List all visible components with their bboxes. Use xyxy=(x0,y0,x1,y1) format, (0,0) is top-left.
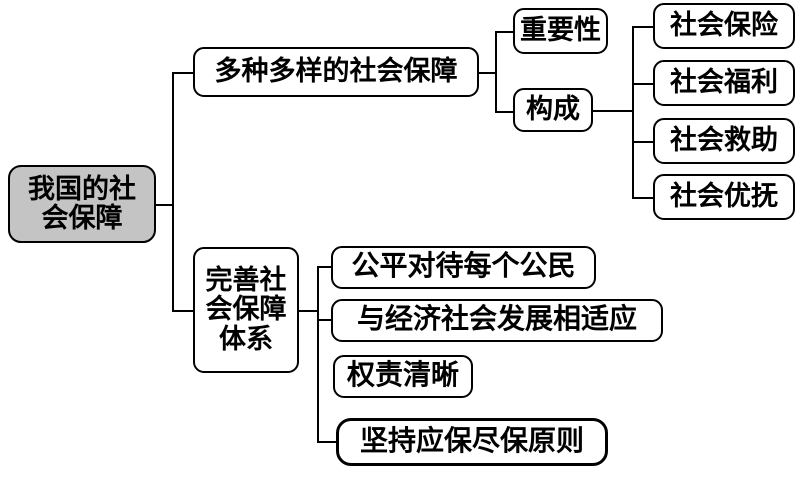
node-composition-item-label: 社会救助 xyxy=(670,125,778,156)
node-root[interactable]: 我国的社 会保障 xyxy=(8,165,156,243)
edge-branch1-to-composition xyxy=(495,111,515,113)
edge-branch1-trunk xyxy=(495,31,497,113)
edge-root-to-branch1 xyxy=(172,72,196,74)
node-improvement-item-label: 权责清晰 xyxy=(346,360,459,392)
node-composition-item-social-assistance[interactable]: 社会救助 xyxy=(653,118,795,164)
node-improvement-item-label: 与经济社会发展相适应 xyxy=(356,304,637,336)
edge-composition-trunk xyxy=(632,26,634,198)
edge-composition-to-item-1 xyxy=(632,83,655,85)
node-composition-item-special-care[interactable]: 社会优抚 xyxy=(653,174,795,220)
node-composition-item-social-insurance[interactable]: 社会保险 xyxy=(653,3,795,49)
edge-root-trunk xyxy=(172,72,174,312)
edge-composition-to-item-2 xyxy=(632,141,655,143)
edge-composition-to-item-3 xyxy=(632,197,655,199)
node-root-label-line2: 会保障 xyxy=(41,203,123,233)
edge-branch2-to-item-0 xyxy=(317,266,335,268)
node-improvement-item-label: 公平对待每个公民 xyxy=(351,251,576,283)
edge-composition-to-item-0 xyxy=(632,26,655,28)
node-branch2-label-line2: 会保障 xyxy=(205,294,287,325)
node-composition-item-label: 社会优抚 xyxy=(670,181,778,212)
node-improvement-item-clear-responsibility[interactable]: 权责清晰 xyxy=(333,355,473,398)
node-composition-item-label: 社会福利 xyxy=(670,67,778,98)
node-composition-item-social-welfare[interactable]: 社会福利 xyxy=(653,60,795,106)
node-importance-label: 重要性 xyxy=(520,15,601,46)
edge-branch1-stub xyxy=(477,72,497,74)
node-importance[interactable]: 重要性 xyxy=(513,8,608,54)
node-root-label-line1: 我国的社 xyxy=(28,173,136,204)
edge-branch2-to-item-1 xyxy=(317,319,335,321)
edge-branch2-stub xyxy=(299,310,319,312)
node-branch1-label: 多种多样的社会保障 xyxy=(214,56,458,87)
node-improvement-item-fair-treatment[interactable]: 公平对待每个公民 xyxy=(331,246,596,289)
node-branch1-diverse-social-security[interactable]: 多种多样的社会保障 xyxy=(193,47,479,97)
node-branch2-label-line1: 完善社 xyxy=(205,265,287,296)
node-composition[interactable]: 构成 xyxy=(513,88,593,132)
node-branch2-label-line3: 体系 xyxy=(219,323,273,354)
edge-root-to-branch2 xyxy=(172,310,196,312)
node-branch2-improve-system[interactable]: 完善社 会保障 体系 xyxy=(193,247,299,373)
edge-branch1-to-importance xyxy=(495,31,515,33)
node-root-label: 我国的社 会保障 xyxy=(28,173,136,233)
node-composition-item-label: 社会保险 xyxy=(670,10,778,41)
edge-root-stub xyxy=(156,204,174,206)
edge-branch2-to-item-3 xyxy=(317,441,339,443)
node-composition-label: 构成 xyxy=(526,94,580,125)
node-improvement-item-label: 坚持应保尽保原则 xyxy=(359,425,584,457)
edge-branch2-trunk xyxy=(317,266,319,443)
node-branch2-label: 完善社 会保障 体系 xyxy=(205,265,287,354)
edge-composition-stub xyxy=(593,110,634,112)
node-improvement-item-economic-adaptation[interactable]: 与经济社会发展相适应 xyxy=(331,299,663,342)
node-improvement-item-full-coverage-principle[interactable]: 坚持应保尽保原则 xyxy=(336,418,608,466)
